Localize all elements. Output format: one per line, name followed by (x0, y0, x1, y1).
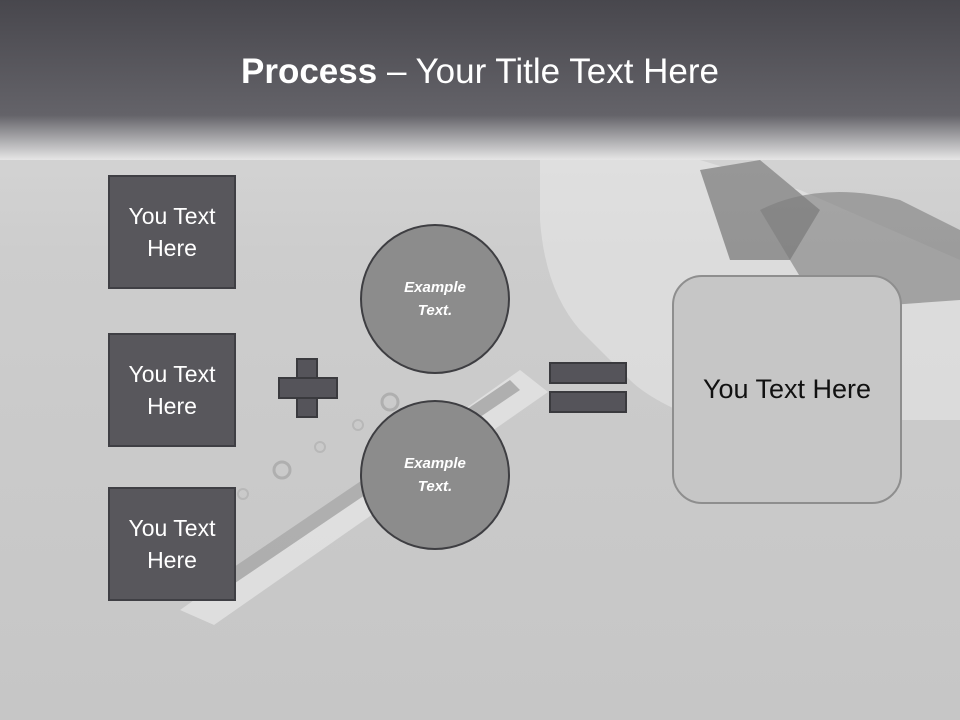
title-rest: – Your Title Text Here (377, 52, 719, 91)
result-box[interactable]: You Text Here (672, 275, 902, 504)
title-bold: Process (241, 52, 378, 91)
page-title: Process – Your Title Text Here (0, 52, 960, 92)
result-label: You Text Here (702, 374, 872, 404)
